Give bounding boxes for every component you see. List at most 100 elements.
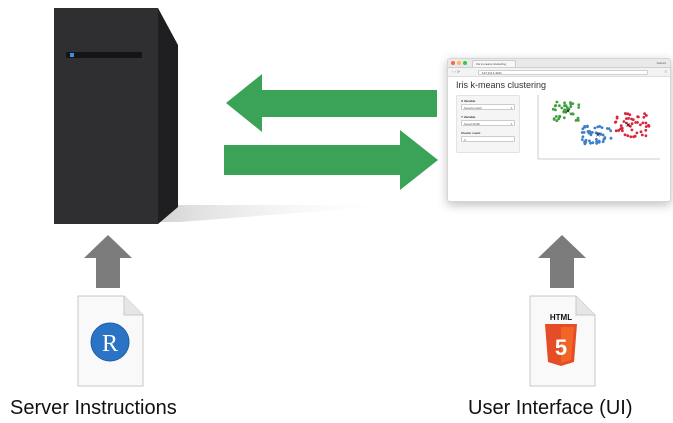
red-cluster-point: [644, 121, 648, 125]
browser-user-label: Garrett: [656, 61, 666, 65]
red-cluster-point: [626, 112, 630, 116]
address-bar[interactable]: 127.0.0.1:4211: [478, 69, 648, 75]
server-front-panel: [54, 8, 158, 224]
blue-cluster-point: [601, 133, 605, 137]
y-variable-value: Sepal.Width: [464, 122, 481, 126]
red-cluster-point: [625, 121, 628, 125]
cluster-count-input[interactable]: 3: [461, 136, 515, 142]
blue-cluster-point: [588, 139, 591, 143]
blue-cluster-point: [600, 126, 604, 129]
blue-cluster-point: [585, 124, 589, 128]
red-cluster-point: [613, 120, 617, 124]
cluster-count-value: 3: [464, 138, 466, 142]
red-cluster-point: [620, 126, 624, 130]
minimize-window-icon[interactable]: [457, 61, 461, 65]
arrow-response-right: [224, 130, 438, 190]
green-cluster-point: [557, 117, 561, 121]
arrow-up-server: [84, 235, 132, 288]
green-cluster-point: [571, 112, 575, 116]
red-cluster-point: [631, 118, 635, 122]
chevron-down-icon: ▾: [510, 122, 512, 126]
red-cluster-point: [647, 123, 650, 127]
green-cluster-point: [574, 119, 578, 122]
browser-toolbar: ‹ › ⟳ 127.0.0.1:4211 ≡: [448, 68, 670, 77]
cluster-count-label: Cluster count: [461, 131, 481, 135]
red-cluster-point: [639, 130, 643, 134]
red-cluster-point: [614, 129, 618, 133]
green-cluster-point: [577, 106, 581, 109]
blue-cluster-point: [609, 136, 613, 140]
red-cluster-point: [629, 124, 632, 128]
red-cluster-point: [630, 122, 634, 126]
red-cluster-point: [644, 128, 648, 132]
red-cluster-point: [626, 134, 630, 138]
red-cluster-point: [642, 115, 646, 119]
close-window-icon[interactable]: [451, 61, 455, 65]
sidebar-panel: X Variable Sepal.Length ▾ Y Variable Sep…: [456, 95, 520, 153]
green-cluster-point: [563, 101, 566, 105]
arrow-up-ui: [538, 235, 586, 288]
blue-cluster-point: [609, 129, 613, 133]
blue-cluster-point: [589, 133, 593, 137]
browser-nav-icons[interactable]: ‹ › ⟳: [452, 69, 461, 74]
browser-titlebar: Iris k-means clustering Garrett: [448, 59, 670, 68]
red-cluster-point: [619, 124, 623, 128]
server-power-led: [70, 53, 74, 57]
red-cluster-point: [629, 135, 633, 139]
green-cluster-point: [577, 103, 581, 107]
blue-cluster-point: [586, 130, 590, 133]
arrow-request-left: [226, 74, 437, 132]
green-cluster-point: [569, 105, 573, 108]
blue-cluster-point: [593, 126, 597, 130]
blue-cluster-point: [589, 131, 592, 134]
green-cluster-point: [551, 107, 555, 111]
blue-cluster-point: [584, 140, 588, 144]
user-interface-caption: User Interface (UI): [468, 397, 633, 419]
green-cluster-point: [554, 104, 558, 107]
red-cluster-point: [617, 129, 621, 132]
red-cluster-point: [640, 133, 644, 137]
app-title: Iris k-means clustering: [456, 80, 547, 90]
cluster-center-marker: ×: [626, 121, 631, 130]
green-cluster-point: [555, 119, 559, 123]
blue-cluster-point: [595, 142, 599, 145]
blue-cluster-point: [580, 138, 584, 141]
cluster-center-marker: ×: [596, 131, 601, 140]
green-cluster-point: [563, 104, 567, 108]
green-cluster-point: [560, 106, 564, 110]
green-cluster-point: [558, 104, 561, 108]
red-cluster-point: [643, 112, 646, 116]
green-cluster-point: [555, 100, 559, 104]
maximize-window-icon[interactable]: [463, 61, 467, 65]
red-cluster-point: [627, 117, 630, 120]
green-cluster-point: [558, 114, 561, 118]
red-cluster-point: [623, 133, 627, 137]
blue-cluster-point: [582, 131, 586, 134]
red-cluster-point: [639, 123, 642, 127]
blue-cluster-point: [594, 131, 598, 135]
y-variable-select[interactable]: Sepal.Width ▾: [461, 120, 515, 126]
r-script-file-icon: R: [77, 295, 144, 387]
x-variable-select[interactable]: Sepal.Length ▾: [461, 104, 515, 110]
red-cluster-point: [637, 115, 640, 119]
red-cluster-point: [633, 134, 637, 138]
green-cluster-point: [554, 115, 558, 118]
blue-cluster-point: [591, 141, 595, 145]
blue-cluster-point: [581, 127, 585, 131]
cluster-center-marker: ×: [566, 107, 571, 116]
browser-menu-icon[interactable]: ≡: [664, 69, 667, 74]
red-cluster-point: [634, 121, 637, 124]
green-cluster-point: [576, 119, 580, 122]
blue-cluster-point: [603, 136, 607, 139]
green-cluster-point: [552, 118, 556, 121]
html5-logo-digit: 5: [555, 335, 567, 360]
r-logo-circle: [91, 323, 129, 361]
green-cluster-point: [562, 116, 566, 120]
red-cluster-point: [645, 114, 648, 117]
browser-tab[interactable]: Iris k-means clustering: [472, 60, 516, 67]
green-cluster-point: [571, 102, 575, 105]
blue-cluster-point: [583, 125, 587, 129]
red-cluster-point: [644, 134, 648, 138]
cluster-scatter-plot: × × ×: [537, 95, 660, 160]
